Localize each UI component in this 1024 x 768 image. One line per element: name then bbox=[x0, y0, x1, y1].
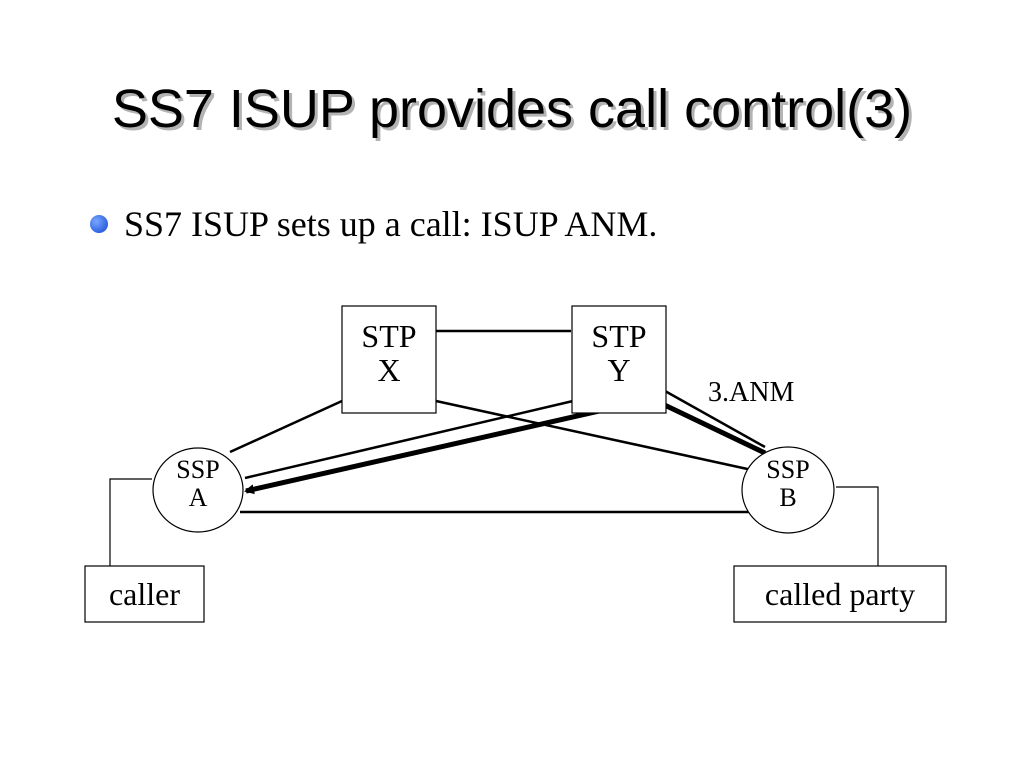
stp-y-label: STP Y bbox=[572, 319, 666, 387]
ssp-a-label: SSP A bbox=[153, 456, 243, 512]
stp-y-label-line1: STP bbox=[591, 318, 647, 354]
bullet-dot-icon bbox=[90, 215, 108, 233]
anm-arrow-sspb-to-stpy bbox=[650, 396, 767, 456]
link-caller-sspa bbox=[109, 478, 152, 566]
called-party-label: called party bbox=[764, 576, 916, 612]
stp-x-label: STP X bbox=[342, 319, 436, 387]
bullet-text: SS7 ISUP sets up a call: ISUP ANM. bbox=[124, 204, 658, 244]
stp-y-box bbox=[571, 305, 667, 414]
ssp-b-label-line1: SSP bbox=[766, 455, 810, 484]
anm-message-label: 3.ANM bbox=[708, 377, 795, 408]
ssp-b-label: SSP B bbox=[742, 456, 834, 512]
ssp-b-label-line2: B bbox=[779, 483, 797, 512]
bullet-item: SS7 ISUP sets up a call: ISUP ANM. bbox=[90, 199, 657, 249]
link-stpx-sspb bbox=[435, 399, 753, 472]
slide-title: SS7 ISUP provides call control(3) bbox=[111, 79, 913, 139]
ssp-b-circle bbox=[741, 446, 835, 534]
stp-y-label-line2: Y bbox=[607, 352, 631, 388]
ssp-a-circle bbox=[152, 447, 244, 533]
caller-label: caller bbox=[108, 576, 181, 612]
stp-x-label-line1: STP bbox=[361, 318, 417, 354]
called-party-box bbox=[733, 565, 947, 623]
link-sspa-stpx bbox=[229, 399, 343, 454]
anm-arrow-stpy-to-sspa bbox=[244, 396, 653, 495]
caller-box bbox=[84, 565, 205, 623]
ssp-a-label-line1: SSP bbox=[176, 455, 220, 484]
link-sspa-stpy bbox=[244, 399, 574, 480]
stp-x-box bbox=[341, 305, 437, 414]
link-sspb-called-party bbox=[836, 486, 879, 566]
stp-x-label-line2: X bbox=[377, 352, 401, 388]
ssp-a-label-line2: A bbox=[188, 483, 208, 512]
link-stpy-sspb bbox=[664, 389, 766, 449]
